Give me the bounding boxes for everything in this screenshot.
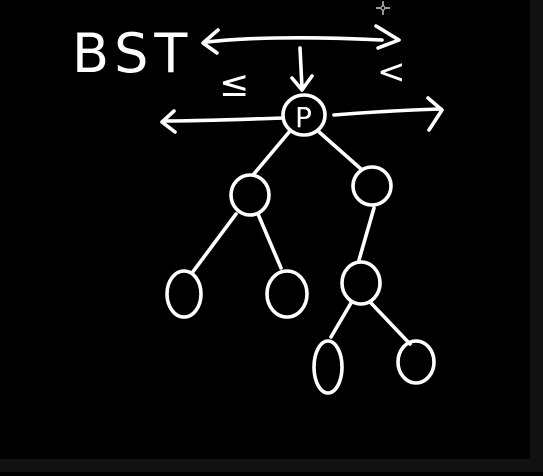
crosshair-cursor-icon bbox=[376, 0, 390, 15]
tree-node bbox=[312, 339, 344, 395]
left-comparison-label: ≤ bbox=[219, 64, 249, 105]
tree-node bbox=[165, 269, 203, 319]
left-range-arrow bbox=[162, 116, 285, 123]
root-node-label: P bbox=[295, 101, 312, 134]
tree-edge bbox=[190, 212, 238, 275]
down-arrow-head bbox=[290, 74, 314, 92]
tree-edge bbox=[251, 129, 292, 177]
right-range-arrow-head bbox=[426, 96, 444, 132]
tree-node bbox=[351, 165, 393, 207]
tree-edge bbox=[329, 301, 353, 339]
top-arrow-right-head bbox=[374, 24, 401, 50]
right-range-arrow bbox=[332, 107, 443, 117]
tree-edge bbox=[369, 301, 412, 346]
bst-title: BST bbox=[72, 22, 193, 85]
window-frame-bottom bbox=[0, 459, 543, 472]
window-frame-right bbox=[530, 0, 543, 472]
tree-edge bbox=[256, 212, 283, 270]
down-arrow-shaft bbox=[298, 46, 304, 90]
tree-node bbox=[265, 269, 309, 319]
tree-node bbox=[229, 173, 271, 217]
tree-node-root bbox=[281, 93, 327, 137]
right-comparison-label: < bbox=[377, 52, 406, 92]
tree-node bbox=[396, 339, 436, 385]
top-arrow-left-head bbox=[201, 28, 220, 55]
top-double-arrow bbox=[205, 36, 384, 44]
tree-edge bbox=[357, 206, 376, 262]
tree-node bbox=[340, 260, 382, 306]
left-range-arrow-head bbox=[160, 109, 177, 134]
tree-edge bbox=[316, 129, 363, 171]
